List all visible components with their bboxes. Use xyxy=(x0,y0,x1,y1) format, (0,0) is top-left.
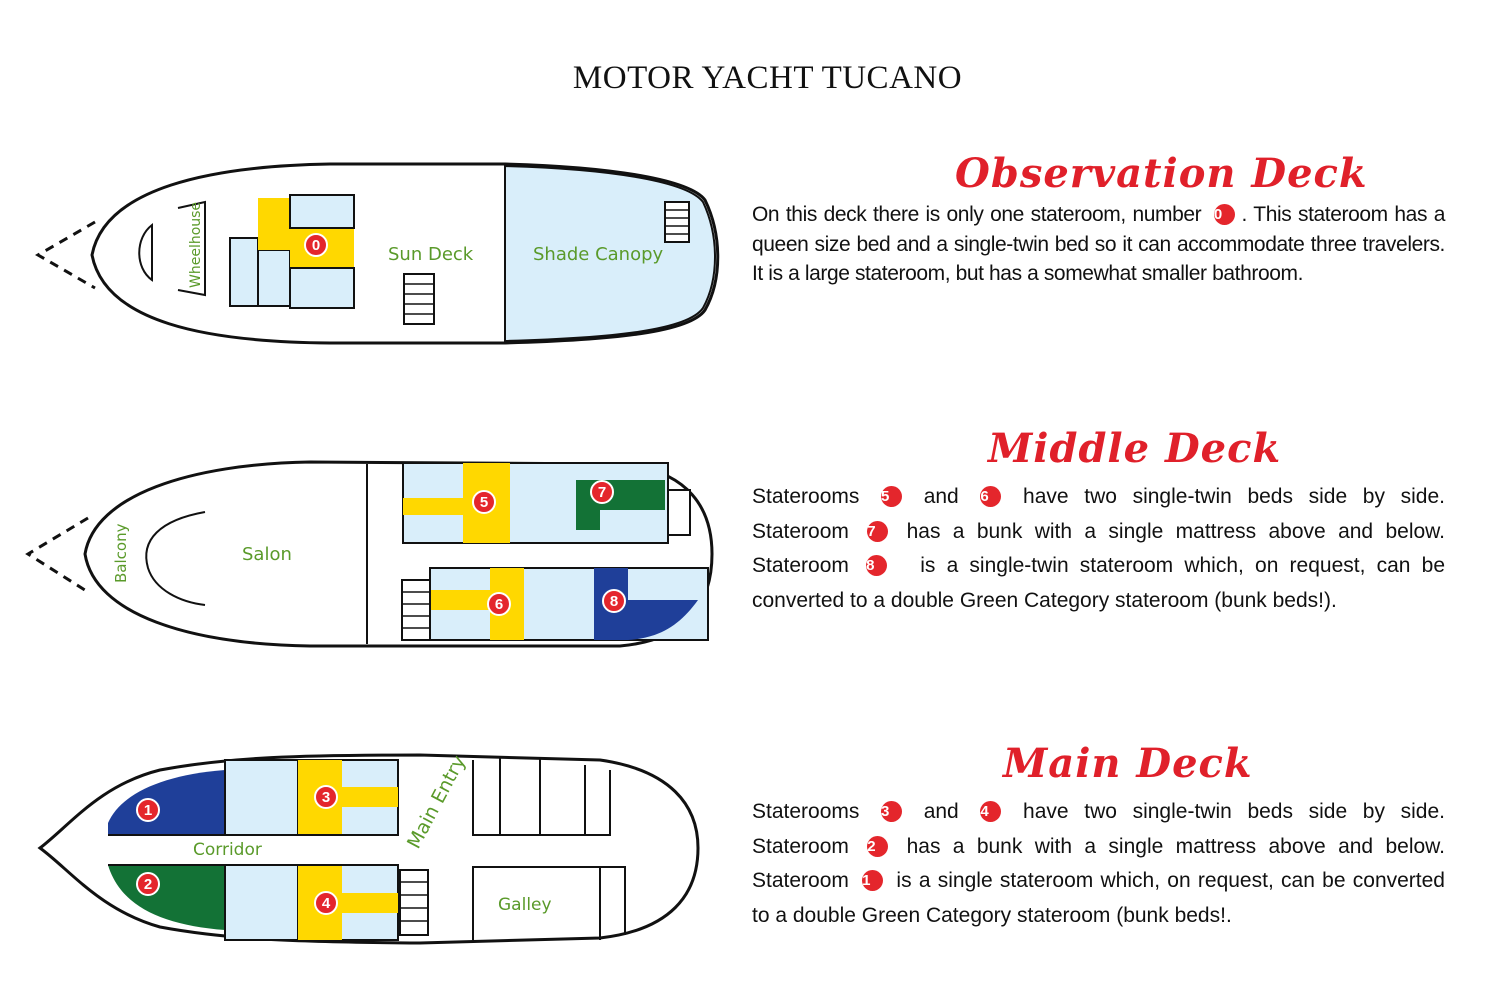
main-deck-description: Staterooms 3 and 4 have two single-twin … xyxy=(752,800,1446,927)
stateroom-badge-5: 5 xyxy=(472,490,496,514)
observation-deck-description: On this deck there is only one stateroom… xyxy=(752,203,1445,285)
observation-deck-plan: Wheelhouse 0 Sun Deck Shade Canopy xyxy=(35,162,720,345)
middle-deck-plan: Balcony Salon 5 7 6 8 xyxy=(25,460,714,648)
stateroom-badge-8: 8 xyxy=(602,589,626,613)
observation-deck-heading: Observation Deck xyxy=(955,150,1368,197)
stairs-icon xyxy=(401,579,431,641)
stateroom-badge-4: 4 xyxy=(314,891,338,915)
balcony-label: Balcony xyxy=(112,523,130,583)
svg-text:5: 5 xyxy=(480,494,488,511)
svg-text:4: 4 xyxy=(322,895,331,912)
shade-canopy-label: Shade Canopy xyxy=(533,244,664,265)
middle-deck-description: Staterooms 5 and 6 have two single-twin … xyxy=(752,485,1446,612)
bow-arrow-icon xyxy=(35,220,96,290)
stateroom-badge-6: 6 xyxy=(487,592,511,616)
sun-deck-label: Sun Deck xyxy=(388,244,474,265)
salon-label: Salon xyxy=(242,544,292,565)
svg-text:1: 1 xyxy=(144,802,152,819)
shade-canopy-area xyxy=(504,164,716,343)
main-deck-plan: Corridor Main Entry Galley 1 3 2 4 xyxy=(37,752,700,945)
stateroom-badge-2: 2 xyxy=(136,872,160,896)
helm-icon xyxy=(138,222,153,282)
svg-text:0: 0 xyxy=(312,237,320,254)
stairs-icon xyxy=(399,869,429,936)
stateroom-badge-0 xyxy=(304,233,328,257)
stateroom-badge-7: 7 xyxy=(590,480,614,504)
middle-deck-heading: Middle Deck xyxy=(988,425,1282,472)
main-deck-heading: Main Deck xyxy=(1003,740,1253,787)
svg-text:2: 2 xyxy=(144,876,152,893)
stairs-icon xyxy=(664,201,690,243)
svg-text:7: 7 xyxy=(598,484,606,501)
svg-text:3: 3 xyxy=(322,789,330,806)
svg-text:6: 6 xyxy=(495,596,503,613)
bow-arrow-icon xyxy=(25,516,89,594)
wheelhouse-label: Wheelhouse xyxy=(188,202,204,288)
page-title: MOTOR YACHT TUCANO xyxy=(572,60,963,96)
stateroom-badge-1: 1 xyxy=(136,798,160,822)
stairs-icon xyxy=(403,273,435,325)
svg-text:8: 8 xyxy=(610,593,618,610)
stairs-icon xyxy=(667,489,691,536)
corridor-label: Corridor xyxy=(193,840,262,860)
stateroom-badge-3: 3 xyxy=(314,785,338,809)
galley-label: Galley xyxy=(498,895,552,915)
